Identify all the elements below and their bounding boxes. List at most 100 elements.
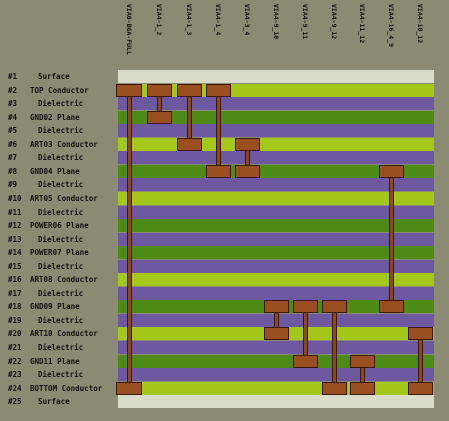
layer-number: #18 [8,302,22,312]
layer-band-3 [118,97,434,111]
via-bottom-pad [205,164,231,178]
layer-band-14 [118,246,434,260]
layer-name: Dielectric [38,180,84,190]
via-bottom-pad [146,110,172,124]
via-bottom-pad [378,300,404,314]
layer-name: Surface [38,397,70,407]
layer-band-12 [118,219,434,233]
via-barrel [302,306,308,361]
layer-name: Dielectric [38,370,84,380]
layer-name: Dielectric [38,315,84,325]
layer-number: #7 [8,153,18,163]
layer-number: #24 [8,383,22,393]
layer-name: POWER07 Plane [30,248,89,258]
layer-band-11 [118,205,434,219]
via-bottom-pad [292,354,318,368]
layer-name: Dielectric [38,126,84,136]
layer-number: #20 [8,329,22,339]
layer-band-4 [118,110,434,124]
layer-number: #8 [8,166,18,176]
via-column-header: VIA4-16_4_9 [387,4,395,48]
via-column-header: VIA4-9_10 [272,4,280,40]
via-barrel [331,306,337,388]
layer-band-7 [118,151,434,165]
via-column-header: VIA4-1_3 [185,4,193,36]
via-bottom-pad [176,137,202,151]
via-bottom-pad [263,327,289,341]
layer-number: #3 [8,99,18,109]
via-barrel [417,333,423,388]
via-top-pad [378,164,404,178]
layer-name: GND04 Plane [30,166,80,176]
layer-band-23 [118,368,434,382]
layer-band-9 [118,178,434,192]
via-bottom-pad [321,381,347,395]
via-barrel [388,170,394,307]
via-barrel [126,89,132,388]
via-bottom-pad [234,164,260,178]
layer-number: #21 [8,343,22,352]
layer-name: Dielectric [38,207,84,217]
layer-band-1 [118,70,434,83]
layer-number: #4 [8,112,18,122]
via-column-header: VIA4-3_4 [243,4,251,36]
layer-band-16 [118,273,434,287]
layer-name: Dielectric [38,99,84,109]
via-top-pad [205,83,231,97]
via-column-header: VIA4-11_12 [358,4,366,44]
via-barrel [186,89,192,144]
via-column-header: VIA4-9_12 [330,4,338,40]
layer-band-8 [118,164,434,178]
layer-name: POWER06 Plane [30,221,89,231]
layer-number: #22 [8,356,22,366]
layer-name: ART03 Conductor [30,139,98,149]
layer-number: #15 [8,261,22,271]
layer-number: #1 [8,72,18,81]
layer-number: #2 [8,85,18,95]
layer-band-25 [118,395,434,409]
via-top-pad [292,300,318,314]
via-top-pad [349,354,375,368]
via-bottom-pad [349,381,375,395]
layer-number: #17 [8,288,22,298]
layer-name: Surface [38,72,70,81]
layer-band-13 [118,232,434,246]
layer-number: #23 [8,370,22,380]
layer-number: #9 [8,180,18,190]
layer-band-24 [118,381,434,395]
via-top-pad [116,83,142,97]
layer-name: ART08 Conductor [30,275,98,285]
layer-name: Dielectric [38,153,84,163]
layer-number: #10 [8,193,22,203]
layer-name: Dielectric [38,261,84,271]
layer-band-10 [118,191,434,205]
layer-band-21 [118,341,434,354]
layer-number: #11 [8,207,22,217]
layer-name: Dielectric [38,234,84,244]
layer-name: GND11 Plane [30,356,80,366]
via-column-header: VIA4-1_2 [155,4,163,36]
via-top-pad [176,83,202,97]
via-top-pad [263,300,289,314]
layer-band-22 [118,354,434,368]
layer-name: GND02 Plane [30,112,80,122]
layer-name: ART05 Conductor [30,193,98,203]
layer-band-15 [118,259,434,273]
via-top-pad [234,137,260,151]
via-bottom-pad [116,381,142,395]
layer-number: #14 [8,248,22,258]
via-barrel [215,89,221,171]
layer-number: #6 [8,139,18,149]
layer-name: ART10 Conductor [30,329,98,339]
layer-name: GND09 Plane [30,302,80,312]
layer-number: #13 [8,234,22,244]
layer-name: Dielectric [38,288,84,298]
via-top-pad [321,300,347,314]
layer-number: #16 [8,275,22,285]
via-column-header: VIA4-10_12 [416,4,424,44]
layer-band-17 [118,286,434,300]
layer-name: BOTTOM Conductor [30,383,103,393]
via-column-header: VIA4-9_11 [301,4,309,40]
layer-number: #19 [8,315,22,325]
